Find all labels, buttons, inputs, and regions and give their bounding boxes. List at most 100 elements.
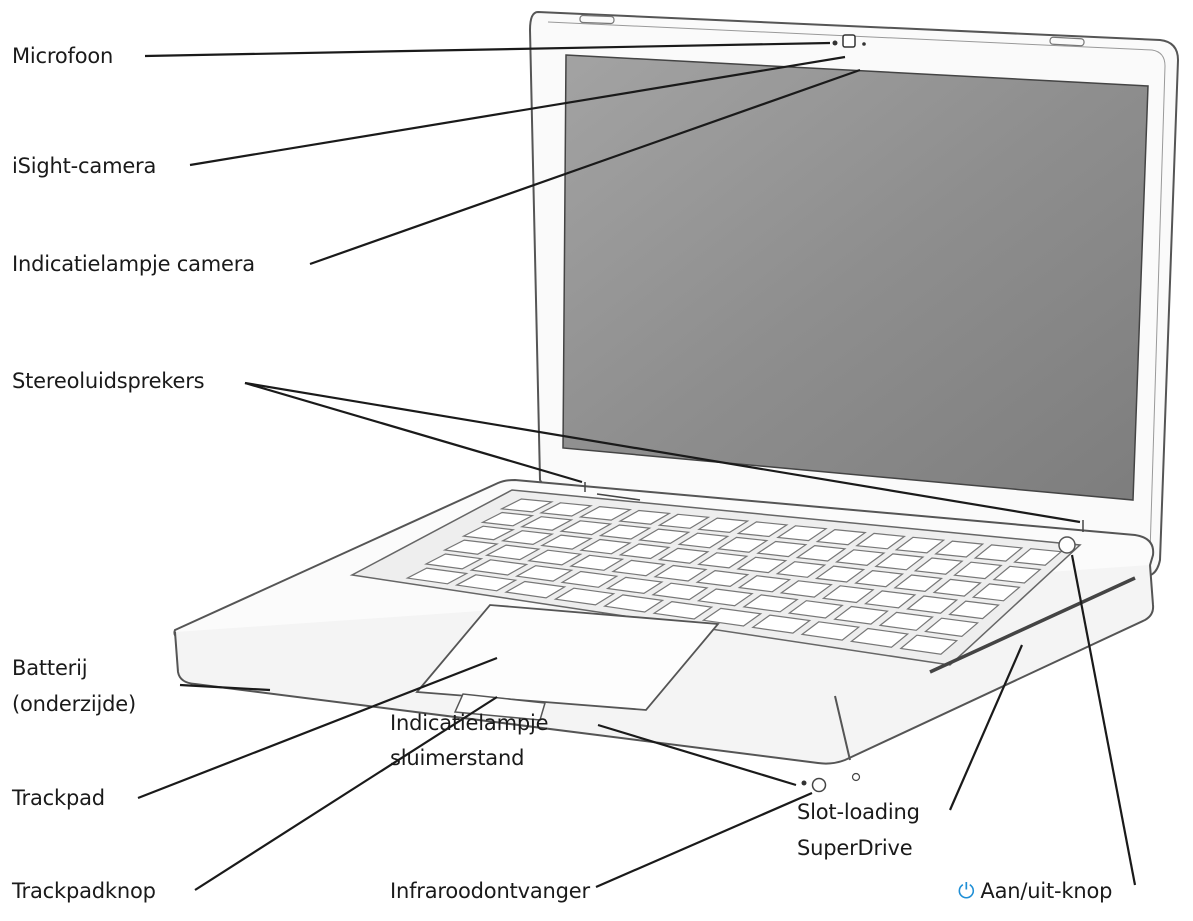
- keyboard-key: [973, 544, 1024, 562]
- keyboard-key: [540, 534, 593, 550]
- keyboard-key: [519, 516, 574, 531]
- leader-power: [1070, 554, 1137, 886]
- keyboard-key: [605, 576, 664, 595]
- keyboard-key: [849, 627, 910, 648]
- keyboard-key: [899, 634, 959, 655]
- leader-sleep-indicator: [597, 723, 797, 787]
- label-battery-line1: Batterij: [12, 656, 88, 680]
- keyboard-key: [598, 524, 652, 540]
- keyboard-key: [953, 561, 1003, 580]
- keyboard-key: [1013, 548, 1063, 566]
- camera-indicator-light: [862, 42, 866, 46]
- label-trackpad: Trackpad: [12, 786, 105, 810]
- keyboard-key: [657, 513, 711, 529]
- leader-microphone: [144, 41, 831, 58]
- keyboard-key: [611, 559, 666, 577]
- label-isight-camera: iSight-camera: [12, 154, 157, 178]
- leader-lines: [137, 41, 1137, 891]
- microphone-hole: [832, 40, 838, 46]
- keyboard-key: [651, 582, 709, 601]
- keyboard-key: [602, 594, 665, 613]
- keyboard-key: [863, 590, 917, 609]
- keyboard-key: [579, 538, 632, 555]
- leader-infrared: [595, 791, 813, 889]
- keyboard-key: [776, 525, 828, 542]
- label-battery-line2: (onderzijde): [12, 692, 136, 716]
- keyboard-key: [514, 565, 574, 582]
- label-microphone: Microfoon: [12, 44, 114, 68]
- leader-camera-indicator: [309, 68, 861, 266]
- keyboard-key: [913, 557, 964, 575]
- leader-isight-camera: [189, 55, 846, 167]
- side-port: [851, 772, 861, 782]
- keyboard-key: [795, 544, 847, 562]
- keyboard-key: [500, 530, 555, 546]
- keyboard-key: [736, 521, 789, 538]
- leader-trackpad: [137, 656, 498, 800]
- keyboard-key: [560, 570, 619, 588]
- label-infrared-receiver: Infraroodontvanger: [390, 879, 590, 903]
- keyboard-key: [499, 498, 554, 513]
- keyboard-key: [932, 578, 982, 597]
- keyboard-key: [539, 502, 593, 517]
- keyboard-key: [800, 621, 861, 641]
- keyboard-key: [855, 532, 907, 550]
- keyboard-key: [653, 564, 708, 582]
- keyboard-key: [874, 553, 925, 571]
- label-stereo-speakers: Stereoluidsprekers: [12, 369, 205, 393]
- keyboard-key: [480, 511, 535, 527]
- keyboard-key: [405, 567, 469, 585]
- keyboard-key: [893, 574, 944, 593]
- keyboard-key: [716, 536, 769, 553]
- keyboard-key: [697, 552, 749, 569]
- keyboard-key: [934, 540, 985, 558]
- keyboard-key: [652, 600, 714, 620]
- keyboard-key: [924, 617, 980, 638]
- keyboard-key: [742, 594, 799, 613]
- keyboard-key: [677, 532, 730, 549]
- leader-speakers-left: [244, 381, 583, 484]
- keyboard-key: [751, 614, 812, 634]
- keyboard-key: [756, 540, 808, 558]
- keyboard-key: [815, 528, 867, 546]
- label-sleep-indicator-line2: sluimerstand: [390, 746, 525, 770]
- keyboard-key: [833, 605, 889, 625]
- keyboard-key: [697, 517, 750, 534]
- keyboard-key: [559, 520, 613, 536]
- keyboard-key: [454, 574, 518, 592]
- trackpad-surface: [415, 604, 720, 711]
- keyboard-key: [553, 587, 616, 606]
- power-button: [1058, 536, 1076, 554]
- keyboard-key: [701, 607, 763, 627]
- keyboard-key: [992, 565, 1042, 584]
- label-superdrive-line1: Slot-loading: [797, 800, 920, 824]
- keyboard-key: [638, 528, 691, 545]
- superdrive-slot: [929, 576, 1136, 674]
- display-screen: [562, 54, 1149, 501]
- trackpad-button: [453, 693, 546, 721]
- keyboard-key: [814, 565, 866, 583]
- keyboard-key: [878, 611, 934, 631]
- infrared-receiver: [811, 777, 827, 793]
- keyboard-key: [696, 588, 754, 607]
- keyboard-key: [775, 561, 827, 578]
- isight-camera-lens: [842, 34, 856, 48]
- keyboard-key: [906, 595, 959, 614]
- keyboard-key: [484, 544, 541, 561]
- keyboard-key: [779, 580, 833, 598]
- sleep-indicator-light: [801, 780, 807, 786]
- keyboard-key: [894, 536, 946, 554]
- leader-superdrive: [948, 644, 1024, 811]
- keyboard-key: [424, 553, 484, 570]
- keyboard-key: [821, 585, 875, 604]
- label-camera-indicator: Indicatielampje camera: [12, 252, 255, 276]
- keyboard-key: [618, 509, 672, 525]
- keyboard-key: [527, 549, 583, 566]
- label-power-button: ⏻Aan/uit-knop: [958, 875, 1112, 908]
- keyboard-key: [737, 575, 792, 593]
- leader-trackpad-button: [194, 696, 498, 891]
- keyboard-key: [578, 505, 633, 521]
- keyboard-key: [569, 554, 625, 571]
